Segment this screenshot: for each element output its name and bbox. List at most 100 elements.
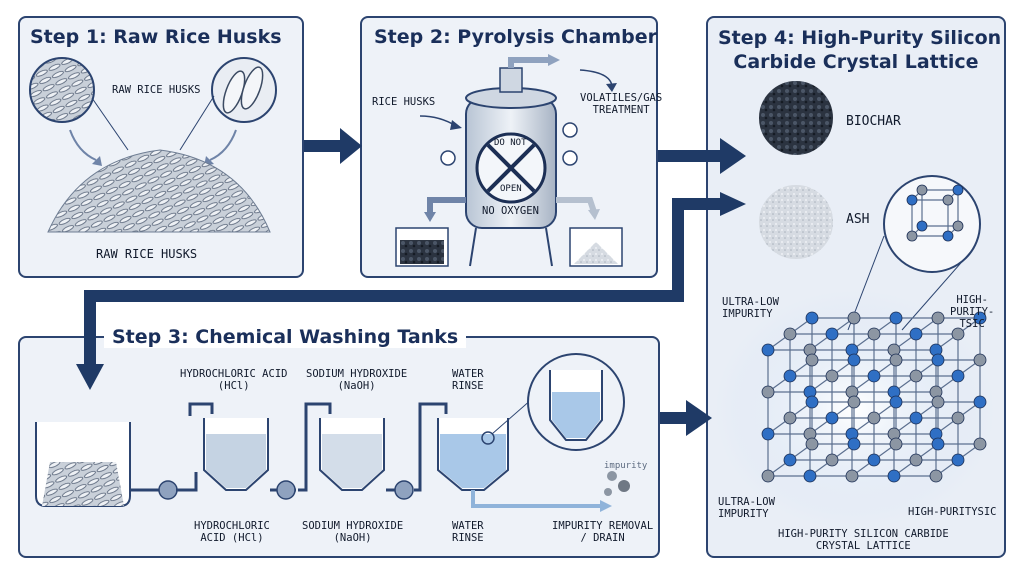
lattice-atom <box>952 220 964 232</box>
water-top-line2: RINSE <box>452 380 484 392</box>
step3-title: Step 3: Chemical Washing Tanks <box>104 326 467 348</box>
lattice-atom <box>931 311 945 325</box>
no-oxygen-label: NO OXYGEN <box>482 205 539 217</box>
lattice-atom <box>906 230 918 242</box>
high-purity-top-line1: HIGH- <box>956 294 988 306</box>
lattice-atom <box>889 437 903 451</box>
lattice-atom <box>889 311 903 325</box>
step1-callout-label: RAW RICE HUSKS <box>112 84 201 96</box>
high-purity-top: HIGH- PURITY- TSIC <box>950 294 994 330</box>
lattice-atom <box>931 437 945 451</box>
lattice-atom <box>951 453 965 467</box>
lattice-atom <box>761 469 775 483</box>
step1-artwork <box>29 57 277 233</box>
lattice-atom <box>847 353 861 367</box>
step1-bottom-label: RAW RICE HUSKS <box>96 247 198 261</box>
ultra-low-bottom-line2: IMPURITY <box>718 508 769 520</box>
lattice-atom <box>783 453 797 467</box>
lattice-atom <box>889 353 903 367</box>
impurity-removal-label: IMPURITY REMOVAL / DRAIN <box>552 520 653 544</box>
step4-title: Step 4: High-Purity Silicon Carbide Crys… <box>718 26 1001 74</box>
lattice-atom <box>973 437 987 451</box>
step1-title: Step 1: Raw Rice Husks <box>30 26 282 48</box>
ultra-low-top-line2: IMPURITY <box>722 308 773 320</box>
hcl-top-line2: (HCl) <box>217 380 250 392</box>
lattice-atom <box>887 469 901 483</box>
lattice-atom <box>825 327 839 341</box>
lattice-atom <box>909 411 923 425</box>
lattice-atom <box>942 230 954 242</box>
caption-line1: HIGH-PURITY SILICON CARBIDE <box>778 528 949 540</box>
step2-title: Step 2: Pyrolysis Chamber <box>374 26 657 48</box>
lattice-atom <box>825 453 839 467</box>
ultra-low-impurity-bottom: ULTRA-LOW IMPURITY <box>718 496 775 520</box>
naoh-top-line1: SODIUM HYDROXIDE <box>306 368 408 380</box>
lattice-atom <box>783 327 797 341</box>
lattice-atom <box>929 469 943 483</box>
sic-crystal-lattice <box>761 311 987 483</box>
caption-line2: CRYSTAL LATTICE <box>815 540 911 552</box>
lattice-atom <box>867 327 881 341</box>
naoh-bottom-label: SODIUM HYDROXIDE (NaOH) <box>302 520 403 544</box>
step4-title-line2: Carbide Crystal Lattice <box>733 51 979 73</box>
lattice-atom <box>847 437 861 451</box>
lattice-atom <box>909 369 923 383</box>
lattice-atom <box>952 184 964 196</box>
lattice-atom <box>931 353 945 367</box>
lattice-atom <box>845 469 859 483</box>
naoh-top-label: SODIUM HYDROXIDE (NaOH) <box>306 368 407 392</box>
impurity-label: impurity <box>604 461 648 471</box>
ash-label: ASH <box>846 212 870 227</box>
mini-lattice-detail <box>906 184 964 242</box>
lattice-atom <box>867 369 881 383</box>
removal-line2: / DRAIN <box>580 532 625 544</box>
lattice-atom <box>805 437 819 451</box>
naoh-top-line2: (NaOH) <box>337 380 376 392</box>
step3-artwork <box>35 353 630 512</box>
rice-husks-input-label: RICE HUSKS <box>372 96 436 108</box>
naoh-bottom-line1: SODIUM HYDROXIDE <box>302 520 404 532</box>
hcl-bottom-line1: HYDROCHLORIC <box>194 520 270 532</box>
lattice-atom <box>761 427 775 441</box>
water-bottom-label: WATER RINSE <box>452 520 484 544</box>
lattice-atom <box>805 353 819 367</box>
hcl-bottom-label: HYDROCHLORIC ACID (HCl) <box>194 520 270 544</box>
water-bottom-line2: RINSE <box>452 532 484 544</box>
high-purity-bottom: HIGH-PURITYSIC <box>908 506 997 518</box>
water-top-label: WATER RINSE <box>452 368 484 392</box>
lattice-atom <box>803 469 817 483</box>
lattice-atom <box>916 184 928 196</box>
lattice-atom <box>825 369 839 383</box>
sign-open: OPEN <box>500 184 522 194</box>
ultra-low-top-line1: ULTRA-LOW <box>722 296 779 308</box>
lattice-atom <box>942 194 954 206</box>
removal-line1: IMPURITY REMOVAL <box>552 520 654 532</box>
water-bottom-line1: WATER <box>452 520 484 532</box>
lattice-atom <box>916 220 928 232</box>
hcl-top-label: HYDROCHLORIC ACID (HCl) <box>180 368 287 392</box>
lattice-atom <box>867 453 881 467</box>
lattice-atom <box>973 353 987 367</box>
lattice-atom <box>931 395 945 409</box>
hcl-top-line1: HYDROCHLORIC ACID <box>180 368 288 380</box>
lattice-atom <box>867 411 881 425</box>
lattice-atom <box>761 385 775 399</box>
volatiles-label: VOLATILES/GAS TREATMENT <box>580 92 662 116</box>
lattice-atom <box>889 395 903 409</box>
lattice-atom <box>847 395 861 409</box>
lattice-atom <box>825 411 839 425</box>
biochar-label: BIOCHAR <box>846 114 901 129</box>
lattice-caption: HIGH-PURITY SILICON CARBIDE CRYSTAL LATT… <box>778 528 949 552</box>
ultra-low-impurity-top: ULTRA-LOW IMPURITY <box>722 296 779 320</box>
naoh-bottom-line2: (NaOH) <box>333 532 372 544</box>
lattice-atom <box>951 327 965 341</box>
high-purity-top-line3: TSIC <box>959 318 985 330</box>
lattice-atom <box>909 453 923 467</box>
lattice-atom <box>951 369 965 383</box>
lattice-atom <box>783 411 797 425</box>
volatiles-line2: TREATMENT <box>592 104 650 116</box>
lattice-atom <box>761 343 775 357</box>
lattice-atom <box>909 327 923 341</box>
